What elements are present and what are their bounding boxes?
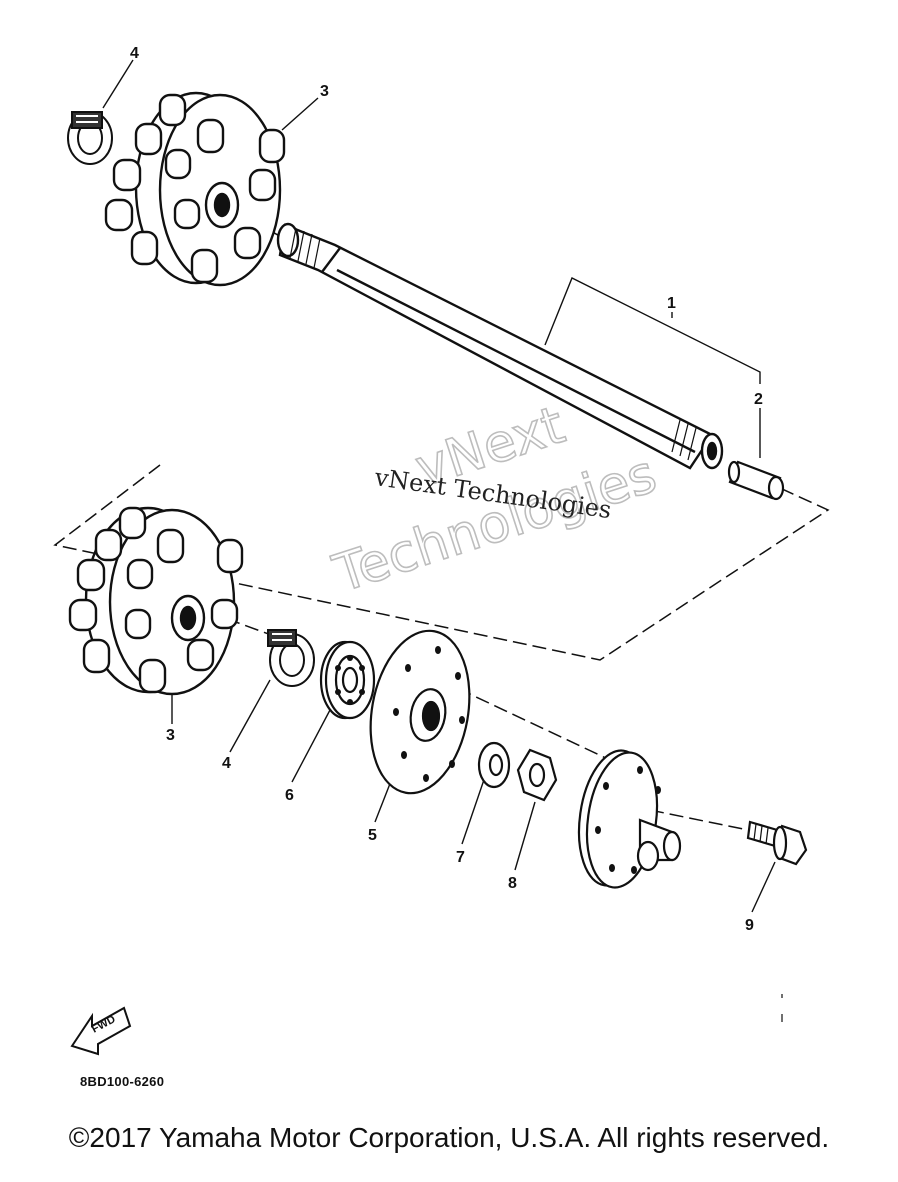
part-6-bearing [319, 640, 376, 720]
part-7-washer [477, 741, 511, 789]
copyright-notice: ©2017 Yamaha Motor Corporation, U.S.A. A… [68, 1122, 830, 1153]
leader-lines [102, 59, 776, 913]
part-9-bolt [746, 820, 808, 866]
callout-2: 2 [754, 391, 763, 408]
callout-3-bottom: 3 [166, 727, 175, 744]
diagram-code: 8BD100-6260 [80, 1074, 165, 1089]
callout-1: 1 [667, 295, 676, 312]
part-3-sprocket-bottom [68, 506, 244, 696]
callout-7: 7 [456, 849, 465, 866]
part-1-drive-shaft [276, 222, 724, 470]
callout-9: 9 [745, 917, 754, 934]
part-4-clamp-bottom [267, 629, 315, 687]
fwd-arrow-icon: FWD [70, 1006, 132, 1056]
callout-6: 6 [285, 787, 294, 804]
callout-3-top: 3 [320, 83, 329, 100]
part-4-clamp-top [67, 111, 113, 165]
part-2-pin [727, 460, 785, 501]
callout-8: 8 [508, 875, 517, 892]
callout-numbers: 1 2 3 4 3 4 6 5 7 8 9 [130, 45, 763, 934]
part-5-plate [369, 629, 471, 795]
part-8-nut [516, 748, 558, 802]
callout-4-top: 4 [130, 45, 139, 62]
callout-5: 5 [368, 827, 377, 844]
part-3-sprocket-top [104, 91, 286, 287]
drive-flange-hub [577, 749, 682, 889]
callout-4-bottom: 4 [222, 755, 231, 772]
